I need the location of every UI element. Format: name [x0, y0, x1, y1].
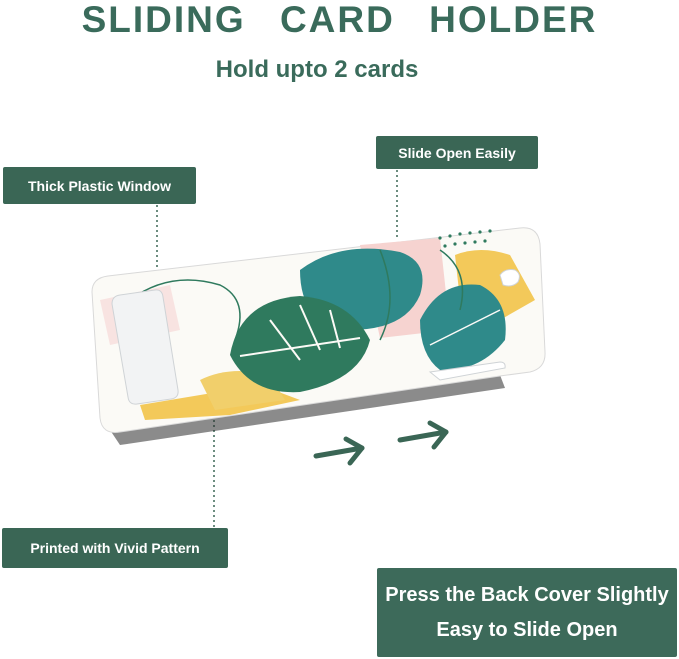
pattern-right-leaf: [420, 284, 506, 371]
arrow-right-icon: [313, 436, 365, 466]
feature-box: Press the Back Cover Slightly Easy to Sl…: [377, 568, 677, 657]
feature-line-2: Easy to Slide Open: [436, 618, 618, 641]
callout-thick-plastic-window: Thick Plastic Window: [3, 167, 196, 204]
callout-printed-vivid-pattern: Printed with Vivid Pattern: [2, 528, 228, 568]
pattern-monstera-leaf: [230, 296, 370, 393]
slide-cover-edge: [428, 361, 506, 381]
callout-slide-open-easily: Slide Open Easily: [376, 136, 538, 169]
plastic-window: [111, 289, 179, 405]
card-holder: [91, 227, 546, 433]
page-title: SLIDING CARD HOLDER: [81, 0, 598, 40]
feature-line-1: Press the Back Cover Slightly: [385, 583, 669, 606]
page-subtitle: Hold upto 2 cards: [215, 56, 419, 83]
pattern-dots: [438, 229, 492, 248]
arrow-right-icon: [397, 420, 449, 450]
lanyard-slot: [499, 269, 520, 287]
card-shadow: [110, 375, 505, 445]
